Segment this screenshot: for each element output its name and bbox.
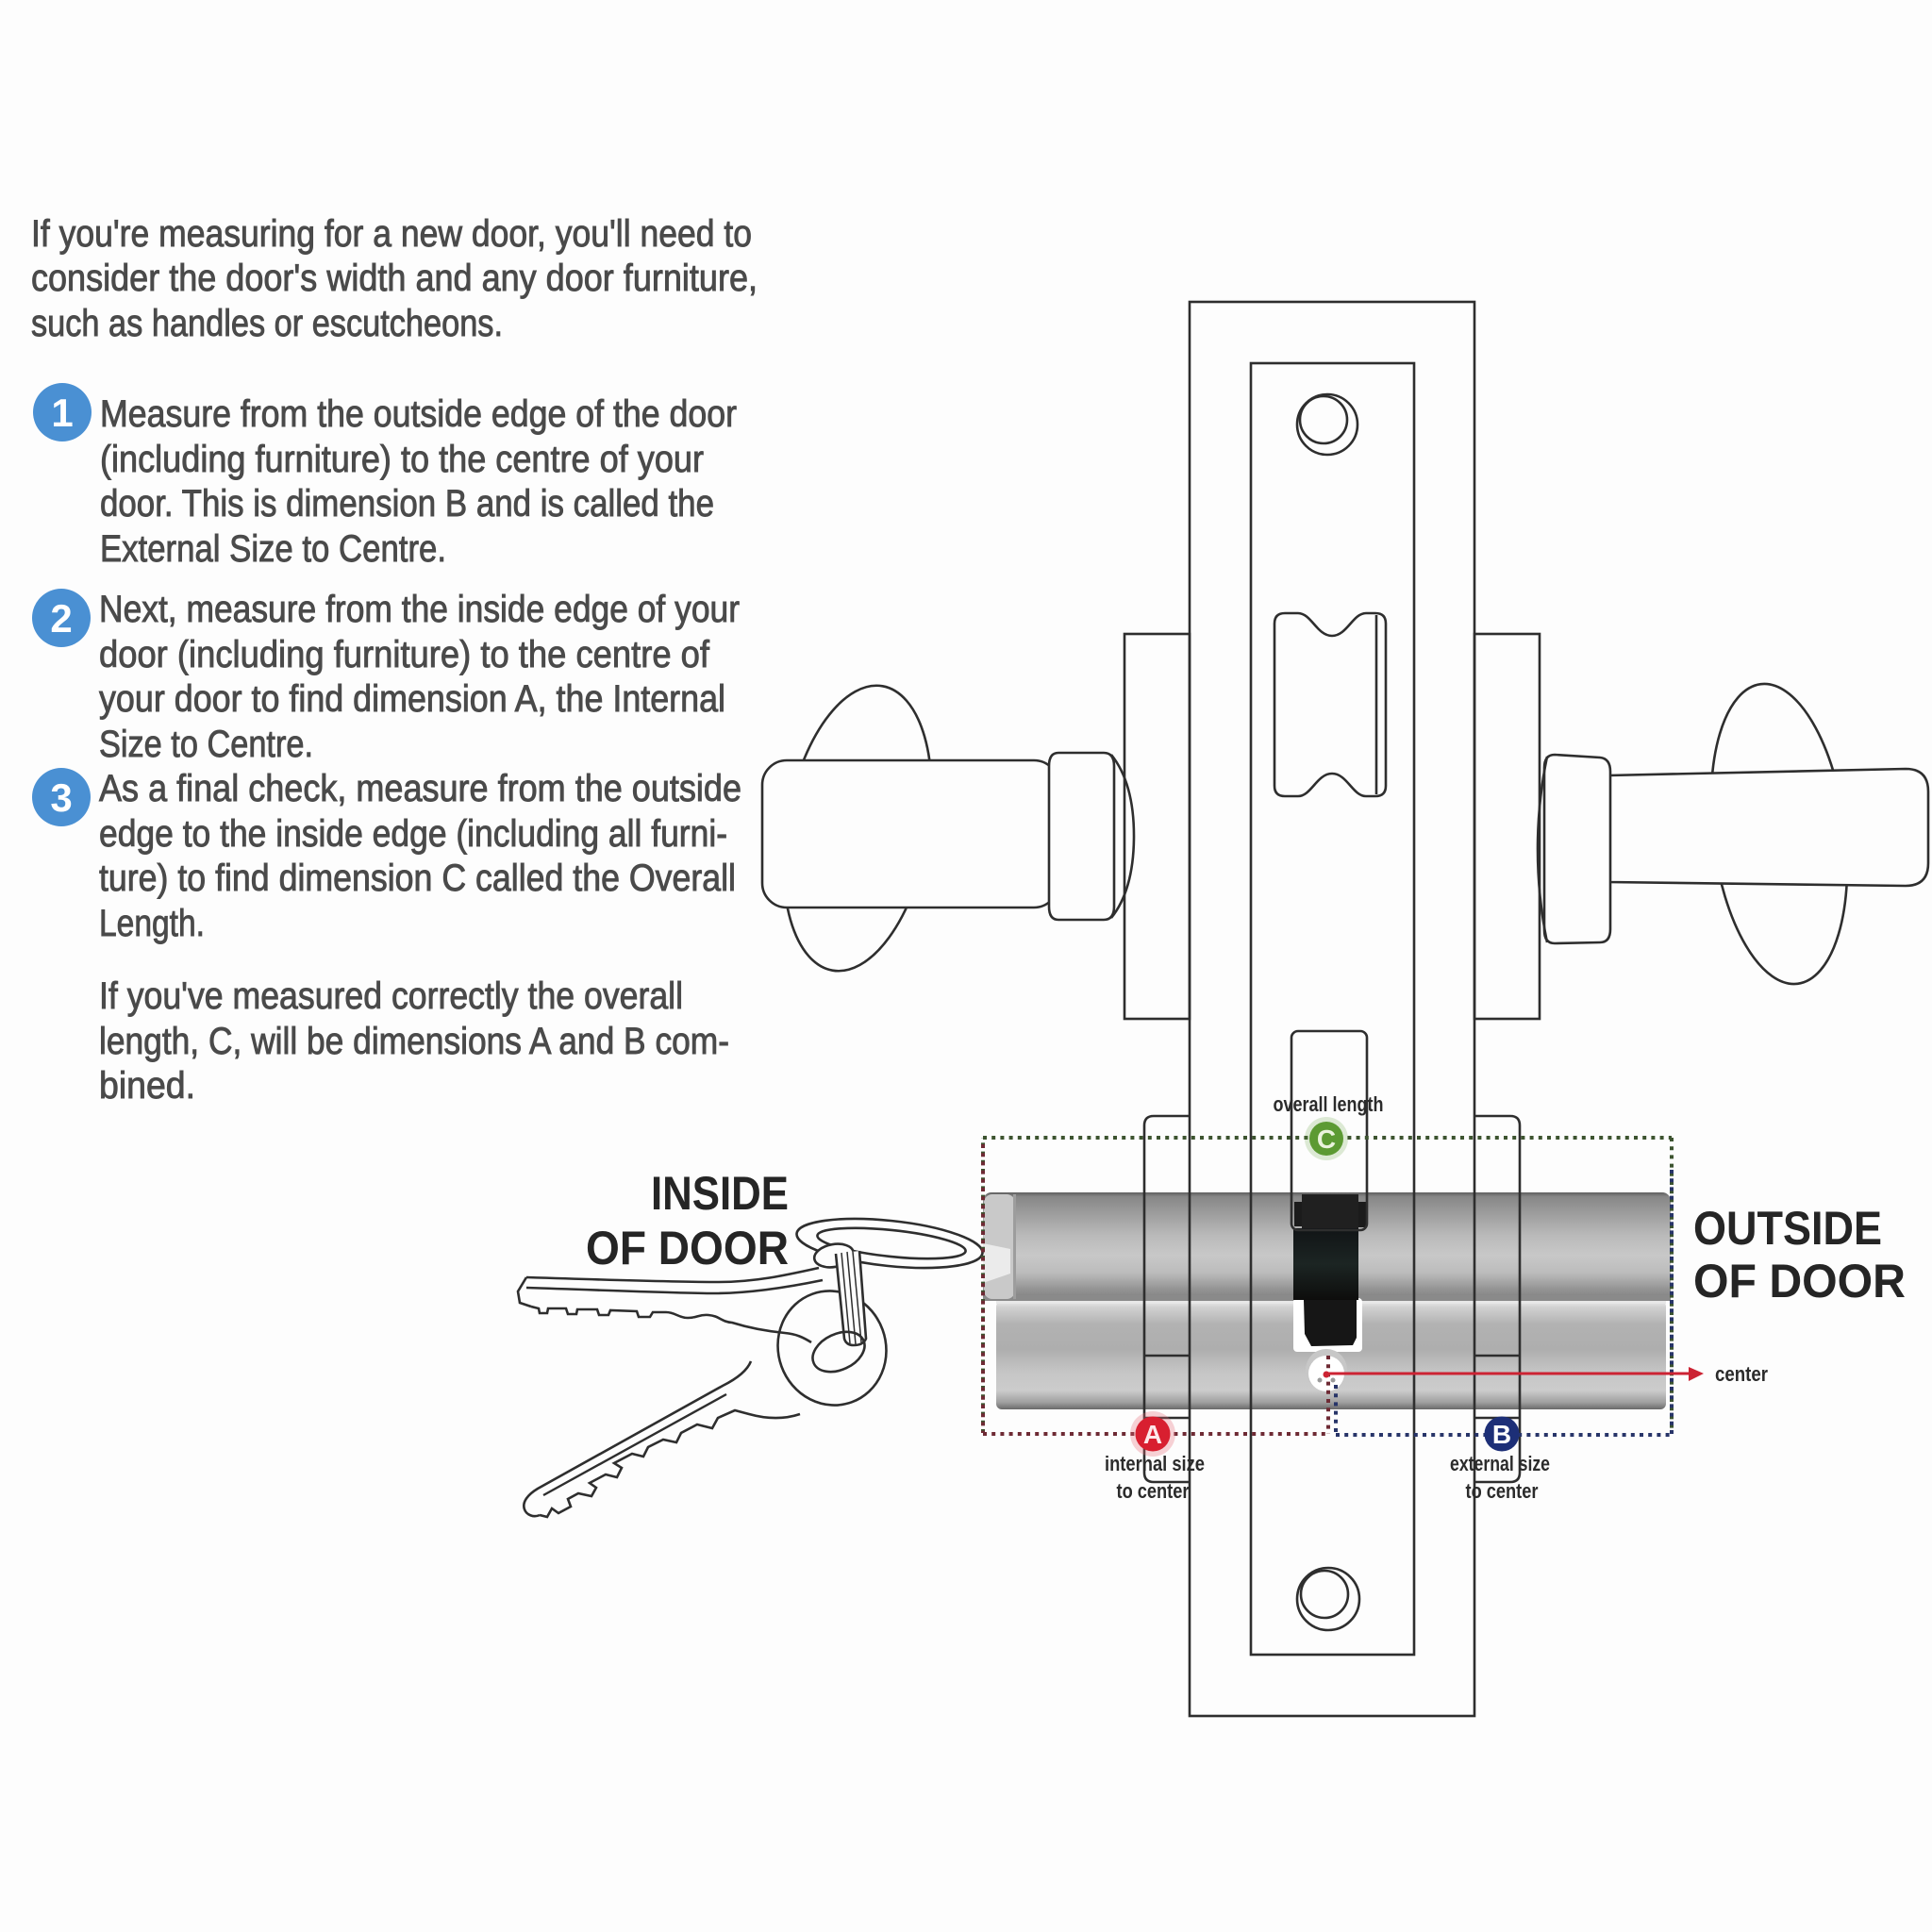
svg-text:3: 3 <box>50 775 72 820</box>
svg-text:Measure from the outside edge: Measure from the outside edge of the doo… <box>100 393 737 435</box>
svg-text:to center: to center <box>1466 1479 1539 1503</box>
svg-text:A: A <box>1143 1420 1162 1449</box>
svg-text:door. This is dimension B and: door. This is dimension B and is called … <box>100 483 714 525</box>
svg-text:consider the door's width and: consider the door's width and any door f… <box>31 258 758 299</box>
svg-text:your door to find dimension A,: your door to find dimension A, the Inter… <box>99 678 725 720</box>
svg-text:OF DOOR: OF DOOR <box>1693 1255 1906 1307</box>
svg-text:Next, measure from the inside: Next, measure from the inside edge of yo… <box>99 589 740 630</box>
svg-text:2: 2 <box>50 596 72 641</box>
svg-text:OUTSIDE: OUTSIDE <box>1693 1202 1882 1255</box>
svg-text:edge to the inside edge (inclu: edge to the inside edge (including all f… <box>99 813 727 855</box>
svg-text:If you've measured correctly t: If you've measured correctly the overall <box>99 975 683 1017</box>
svg-text:C: C <box>1317 1124 1336 1154</box>
svg-text:door (including furniture) to: door (including furniture) to the centre… <box>99 634 710 675</box>
svg-text:length, C, will be dimensions: length, C, will be dimensions A and B co… <box>99 1021 729 1062</box>
svg-text:If you're measuring for a new: If you're measuring for a new door, you'… <box>31 213 752 255</box>
svg-text:bined.: bined. <box>99 1065 195 1107</box>
svg-text:OF DOOR: OF DOOR <box>586 1222 789 1274</box>
svg-text:overall length: overall length <box>1274 1092 1384 1116</box>
svg-text:(including furniture) to the c: (including furniture) to the centre of y… <box>100 439 704 480</box>
svg-text:External Size to Centre.: External Size to Centre. <box>100 528 446 570</box>
svg-text:internal size: internal size <box>1105 1452 1205 1475</box>
svg-text:center: center <box>1715 1362 1768 1386</box>
svg-text:ture) to find dimension C call: ture) to find dimension C called the Ove… <box>99 858 736 899</box>
svg-text:such as handles or escutcheons: such as handles or escutcheons. <box>31 303 503 344</box>
svg-text:Size to Centre.: Size to Centre. <box>99 724 313 765</box>
svg-text:B: B <box>1492 1420 1511 1449</box>
svg-text:Length.: Length. <box>99 903 205 944</box>
svg-text:to center: to center <box>1117 1479 1190 1503</box>
svg-text:INSIDE: INSIDE <box>651 1167 789 1220</box>
svg-text:1: 1 <box>51 391 73 435</box>
svg-text:external size: external size <box>1450 1452 1550 1475</box>
svg-text:As a final check, measure from: As a final check, measure from the outsi… <box>99 768 741 809</box>
